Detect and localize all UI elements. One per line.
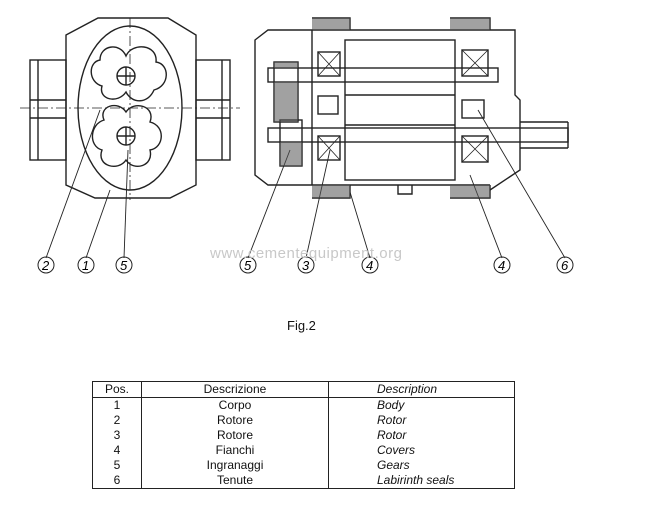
- parts-table: Pos. Descrizione Description 1 Corpo Bod…: [92, 381, 515, 489]
- cell-pos: 6: [92, 473, 142, 489]
- seal-upper: [317, 95, 339, 115]
- right-cover: [489, 29, 521, 191]
- table-header-row: Pos. Descrizione Description: [92, 381, 515, 398]
- lower-rotor: [91, 104, 162, 168]
- header-descrizione: Descrizione: [141, 381, 329, 398]
- table-row: 4 Fianchi Covers: [92, 443, 515, 458]
- table-row: 6 Tenute Labirinth seals: [92, 473, 515, 489]
- table-row: 1 Corpo Body: [92, 397, 515, 413]
- cell-pos: 4: [92, 443, 142, 458]
- callout-left-2: 1: [82, 258, 89, 273]
- bearing-left-lower: [317, 135, 341, 161]
- section-hatching: [274, 18, 490, 198]
- callout-right-5: 6: [561, 258, 569, 273]
- rotor-housing: [344, 39, 456, 181]
- cell-description: Rotor: [328, 428, 515, 443]
- seal-lower: [461, 99, 485, 119]
- cell-description: Body: [328, 397, 515, 413]
- cell-description: Covers: [328, 443, 515, 458]
- cell-description: Labirinth seals: [328, 473, 515, 489]
- upper-shaft-long: [267, 67, 499, 83]
- cell-descrizione: Fianchi: [141, 443, 329, 458]
- cell-pos: 1: [92, 397, 142, 413]
- callout-left-1: 2: [41, 258, 50, 273]
- table-row: 2 Rotore Rotor: [92, 413, 515, 428]
- cell-descrizione: Rotore: [141, 428, 329, 443]
- bearing-right-lower: [461, 135, 489, 163]
- cell-descrizione: Ingranaggi: [141, 458, 329, 473]
- upper-rotor: [90, 46, 167, 102]
- left-port-flange: [29, 59, 67, 161]
- right-port-flange: [195, 59, 231, 161]
- cell-pos: 5: [92, 458, 142, 473]
- header-description: Description: [328, 381, 515, 398]
- callout-right-4: 4: [498, 258, 505, 273]
- watermark: www.cementequipment.org: [210, 245, 403, 262]
- cell-descrizione: Rotore: [141, 413, 329, 428]
- drive-shaft: [267, 127, 569, 143]
- cross-section-view: [20, 17, 240, 259]
- left-callout-circles: [37, 256, 133, 274]
- table-row: 5 Ingranaggi Gears: [92, 458, 515, 473]
- callout-right-3: 4: [366, 258, 373, 273]
- right-callout-circles: [239, 256, 574, 274]
- figure-caption: Fig.2: [287, 318, 316, 333]
- callout-right-2: 3: [302, 258, 310, 273]
- cell-pos: 3: [92, 428, 142, 443]
- cell-descrizione: Corpo: [141, 397, 329, 413]
- cell-description: Gears: [328, 458, 515, 473]
- callout-right-1: 5: [244, 258, 252, 273]
- longitudinal-section-view: [247, 17, 569, 259]
- cell-descrizione: Tenute: [141, 473, 329, 489]
- cell-pos: 2: [92, 413, 142, 428]
- header-pos: Pos.: [92, 381, 142, 398]
- callout-left-3: 5: [120, 258, 128, 273]
- cell-description: Rotor: [328, 413, 515, 428]
- pump-body-outline: [65, 17, 197, 199]
- bearing-right-upper: [461, 49, 489, 77]
- bearing-left-upper: [317, 51, 341, 77]
- table-row: 3 Rotore Rotor: [92, 428, 515, 443]
